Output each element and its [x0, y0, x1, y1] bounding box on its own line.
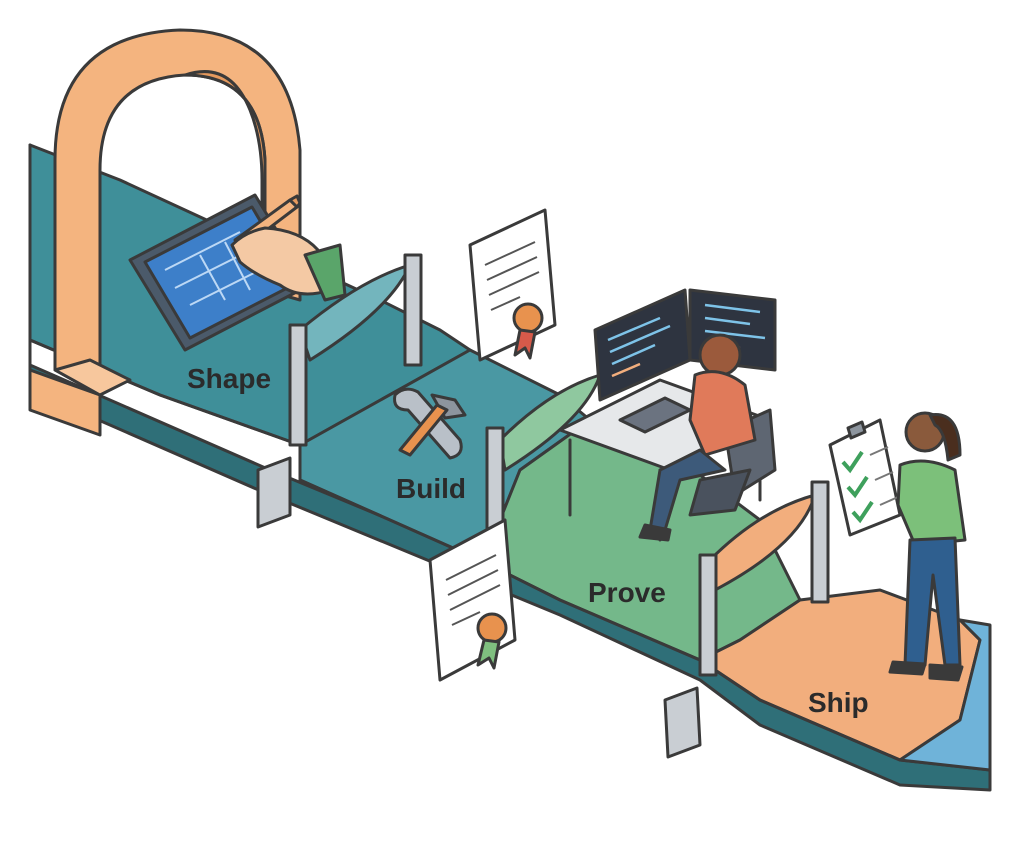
- stage-label-prove: Prove: [588, 577, 666, 608]
- stage-label-build: Build: [396, 473, 466, 504]
- stage-label-ship: Ship: [808, 687, 869, 718]
- certificate-icon-1: [470, 210, 555, 360]
- stage-label-shape: Shape: [187, 363, 271, 394]
- bollard-icon-2: [665, 688, 700, 757]
- bollard-icon-1: [258, 458, 290, 527]
